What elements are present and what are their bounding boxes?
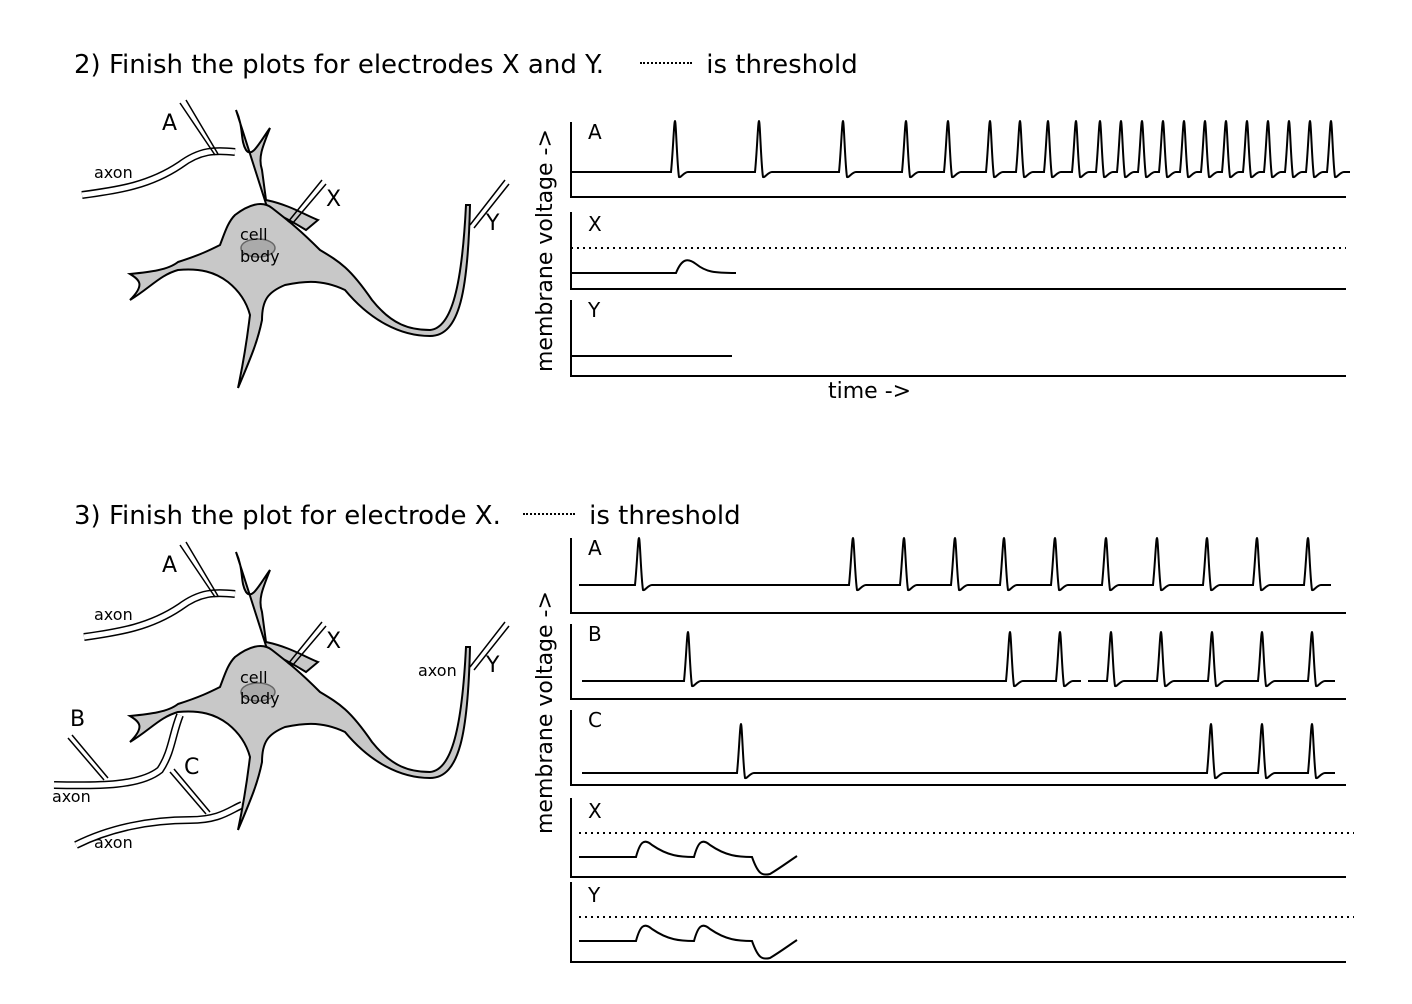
- q2-label-y: Y: [485, 211, 500, 236]
- q3-label-axon-b: axon: [52, 787, 91, 806]
- q3-label-axon-y: axon: [418, 661, 457, 680]
- q2-panel-a: A: [570, 119, 1350, 198]
- q3-panel-c: C: [570, 708, 1346, 786]
- q3-electrode-a: [179, 541, 219, 598]
- question-3-number: 3): [74, 501, 101, 531]
- q2-dendrite-top: [235, 109, 320, 232]
- q3-y-axis-label: membrane voltage ->: [533, 591, 558, 834]
- q2-panel-y: Y: [570, 298, 1346, 377]
- q3-plots: membrane voltage -> A B C X Y: [533, 536, 1354, 963]
- q3-neuron-diagram: axon axon axon axon cell body A X Y B C: [52, 541, 510, 852]
- q3-label-body: body: [240, 689, 280, 708]
- q2-nucleus: [240, 238, 276, 258]
- q3-trace-y: [579, 924, 798, 960]
- q3-trace-x: [579, 840, 798, 876]
- q2-panel-y-label: Y: [587, 298, 601, 322]
- question-2-instruction: Finish the plots for electrodes X and Y.: [108, 50, 604, 80]
- q3-label-a: A: [162, 553, 177, 578]
- q2-label-a: A: [162, 111, 177, 136]
- q2-panel-x: X: [570, 212, 1346, 290]
- q2-label-x: X: [326, 187, 341, 212]
- q2-trace-x: [571, 259, 737, 274]
- question-2-legend-text: is threshold: [706, 50, 858, 80]
- q3-trace-c: [582, 722, 1335, 780]
- q2-plots: membrane voltage -> time -> A X Y: [533, 119, 1350, 404]
- q2-cell-body: [126, 203, 472, 389]
- q2-label-axon: axon: [94, 163, 133, 182]
- q3-electrode-b: [67, 734, 109, 781]
- q3-label-axon-c: axon: [94, 833, 133, 852]
- q3-label-axon-a: axon: [94, 605, 133, 624]
- q3-trace-a: [579, 536, 1331, 592]
- q2-electrode-x: [287, 179, 327, 225]
- q3-label-b: B: [70, 707, 85, 732]
- q3-electrode-x: [287, 621, 327, 667]
- q3-nucleus: [240, 682, 276, 702]
- question-2-number: 2): [74, 50, 101, 80]
- q2-trace-a: [571, 119, 1350, 179]
- q3-electrode-y: [469, 621, 510, 671]
- q2-panel-a-label: A: [588, 120, 602, 144]
- q3-panel-y: Y: [570, 882, 1354, 963]
- q3-label-y: Y: [485, 653, 500, 678]
- q3-trace-b: [582, 630, 1335, 688]
- q3-dendrite-top: [235, 551, 320, 674]
- q3-panel-x: X: [570, 798, 1354, 878]
- q3-panel-x-label: X: [588, 799, 602, 823]
- question-3-title: 3) Finish the plot for electrode X. is t…: [74, 501, 741, 531]
- q2-panel-x-label: X: [588, 212, 602, 236]
- q3-panel-b: B: [570, 622, 1346, 700]
- q3-panel-y-label: Y: [587, 883, 601, 907]
- q2-label-cell: cell: [240, 225, 268, 244]
- q2-label-body: body: [240, 247, 280, 266]
- question-3-legend-text: is threshold: [589, 501, 741, 531]
- q3-cell-body: [126, 645, 472, 831]
- q3-panel-a: A: [570, 536, 1346, 614]
- q2-electrode-y: [469, 179, 510, 229]
- q3-panel-c-label: C: [588, 708, 602, 732]
- question-2-title: 2) Finish the plots for electrodes X and…: [74, 50, 858, 80]
- q3-label-cell: cell: [240, 668, 268, 687]
- q3-panel-a-label: A: [588, 536, 602, 560]
- q2-x-axis-label: time ->: [828, 379, 911, 404]
- q3-panel-b-label: B: [588, 622, 602, 646]
- threshold-legend-line: [640, 61, 693, 64]
- q2-electrode-a: [179, 99, 219, 156]
- q2-y-axis-label: membrane voltage ->: [533, 129, 558, 372]
- threshold-legend-line: [523, 512, 576, 515]
- q3-electrode-c: [169, 768, 211, 815]
- q3-label-c: C: [184, 755, 199, 780]
- question-3-instruction: Finish the plot for electrode X.: [108, 501, 501, 531]
- q3-label-x: X: [326, 629, 341, 654]
- q2-neuron-diagram: axon cell body A X Y: [81, 99, 510, 389]
